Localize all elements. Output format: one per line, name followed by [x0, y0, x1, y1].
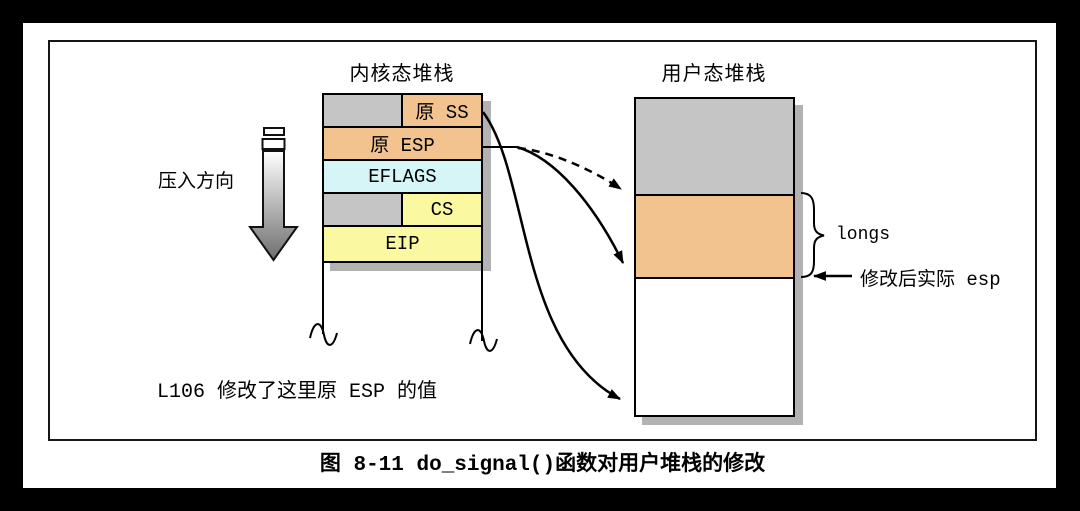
kernel-stack-title: 内核态堆栈 [349, 64, 455, 87]
longs-label: longs [836, 225, 891, 245]
kernel-row-cs: CS [324, 194, 481, 227]
figure-caption: 图 8-11 do_signal()函数对用户堆栈的修改 [319, 454, 766, 477]
kernel-row-esp: 原 ESP [324, 128, 481, 161]
user-stack-title: 用户态堆栈 [661, 64, 767, 87]
kernel-row-ss-unused-cell [324, 95, 401, 126]
user-segment-old [636, 99, 793, 196]
kernel-row-eflags: EFLAGS [324, 161, 481, 194]
kernel-row-cs-label: CS [401, 194, 481, 225]
kernel-row-ss-label: 原 SS [401, 95, 481, 126]
kernel-stack-box: 原 SS 原 ESP EFLAGS CS EIP [322, 93, 483, 263]
user-segment-free [636, 279, 793, 415]
modified-esp-label: 修改后实际 esp [860, 269, 1001, 291]
kernel-row-cs-unused-cell [324, 194, 401, 225]
l106-note: L106 修改了这里原 ESP 的值 [157, 381, 438, 404]
kernel-row-eip: EIP [324, 227, 481, 261]
push-direction-label: 压入方向 [158, 171, 235, 193]
kernel-row-ss: 原 SS [324, 95, 481, 128]
user-segment-signal-frame [636, 196, 793, 279]
user-stack-box [634, 97, 795, 417]
